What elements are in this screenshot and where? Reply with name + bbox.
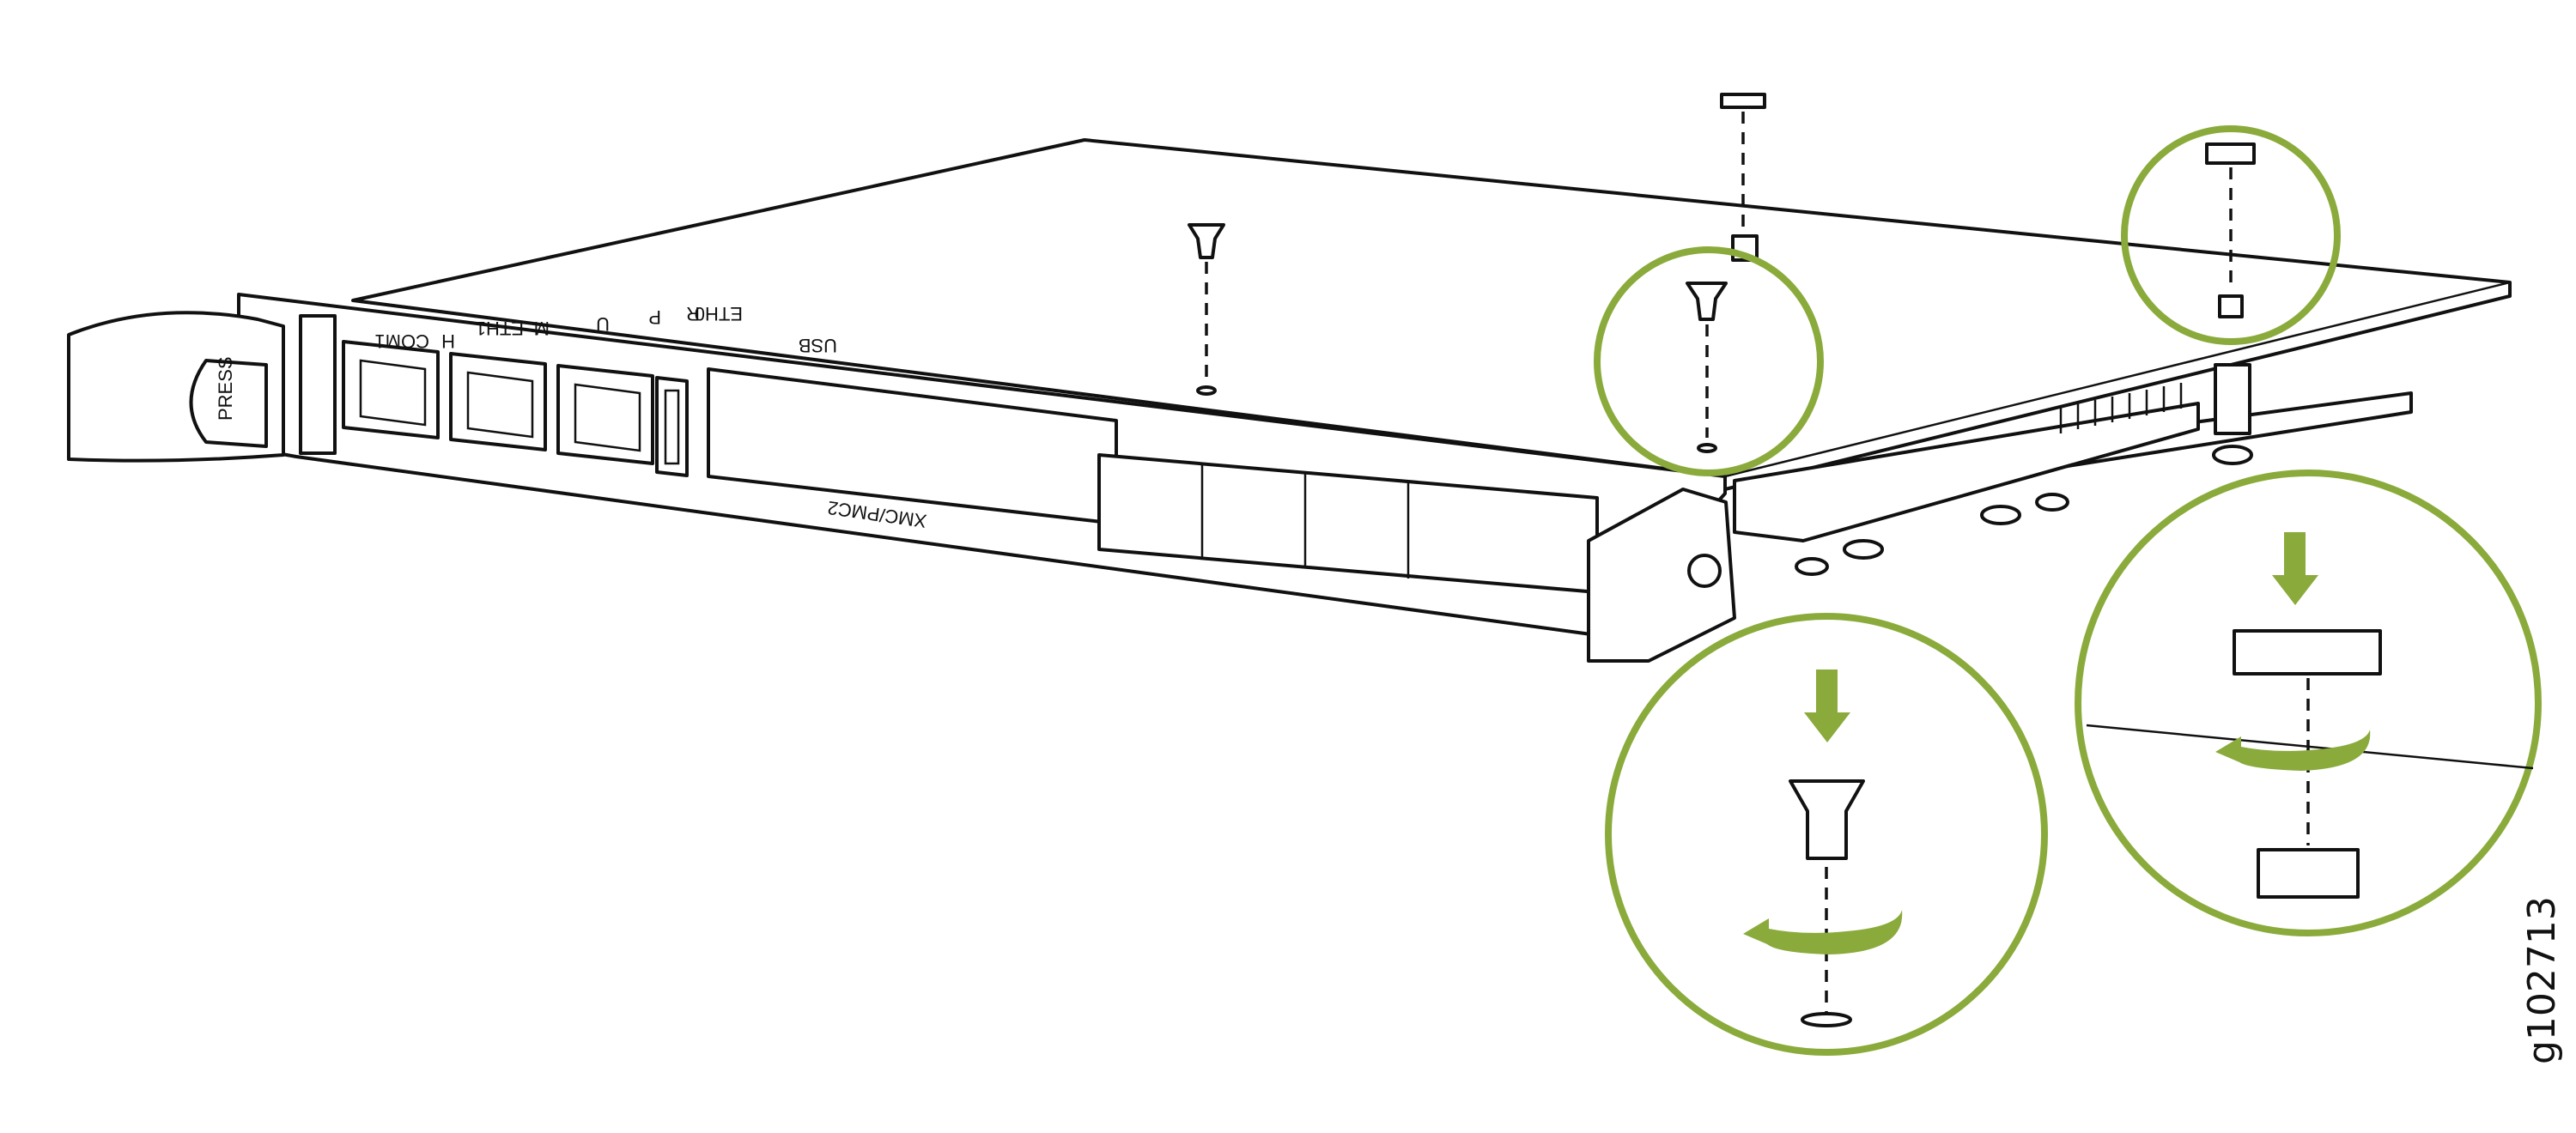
rj45-port-eth1 (449, 352, 547, 451)
callout-circle-nut-small (2121, 125, 2341, 345)
rear-connector (1733, 363, 2253, 576)
callout-screw-detail (1605, 613, 2048, 1056)
rotate-clockwise-icon (1743, 910, 1903, 954)
label-p: P (648, 306, 661, 328)
label-eth0: ETH0 (695, 303, 743, 324)
label-h: H (441, 330, 455, 352)
press-label: PRESS (215, 356, 236, 421)
usb-port[interactable] (655, 376, 689, 477)
label-eth1: ETH1 (476, 318, 524, 339)
threaded-standoff (2257, 848, 2360, 899)
sfp-cage (1097, 453, 1599, 594)
label-usb: USB (799, 335, 837, 356)
left-ejector-handle: PRESS (67, 311, 337, 463)
screw-hole-left (1188, 223, 1225, 396)
callout-nut-detail (2075, 470, 2542, 936)
arrow-down-icon (1804, 670, 1850, 742)
countersunk-screw (1789, 779, 1865, 860)
label-m: M (534, 318, 550, 339)
rj45-port-eth0 (556, 364, 654, 465)
figure-id: g102713 (2520, 896, 2564, 1064)
label-com1: COM1 (374, 330, 429, 352)
right-ejector-handle (1587, 488, 1736, 663)
rj45-port-com1 (342, 340, 440, 439)
rotate-clockwise-icon (2215, 730, 2371, 771)
arrow-down-icon (2272, 532, 2318, 605)
callout-circle-screw-small (1594, 246, 1824, 476)
hex-nut (2233, 629, 2382, 676)
label-u: U (596, 313, 610, 335)
label-r: R (686, 303, 700, 324)
